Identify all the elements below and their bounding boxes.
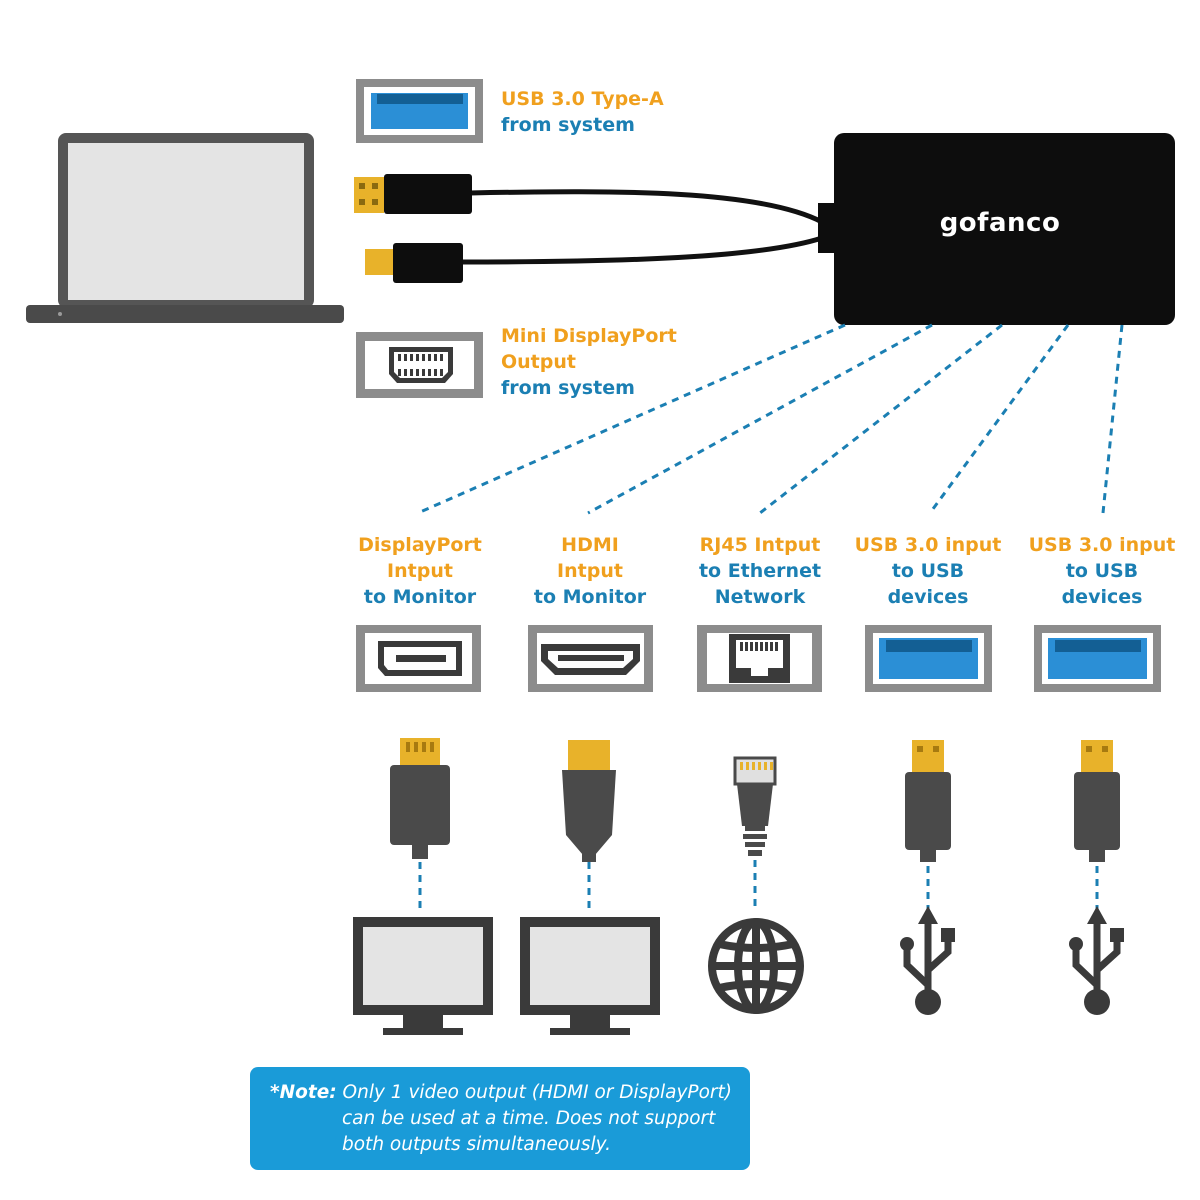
system-usb-label-line1: USB 3.0 Type-A xyxy=(501,88,664,110)
output-label-line2: Intput xyxy=(387,560,453,582)
output-label-line3: Network xyxy=(714,586,806,608)
output-label-line2: to USB xyxy=(1065,560,1139,582)
output-label-line2: to USB xyxy=(891,560,965,582)
output-label-usb-1: USB 3.0 input to USB devices xyxy=(838,532,1018,610)
device-dashed-lines xyxy=(418,860,1099,912)
output-label-line3: to Monitor xyxy=(363,586,477,608)
output-label-displayport: DisplayPort Intput to Monitor xyxy=(330,532,510,610)
system-minidp-label-line3: from system xyxy=(501,377,635,399)
usb-port-icon xyxy=(1034,625,1161,692)
usb-plug-icon xyxy=(1074,740,1120,862)
brand-logo: gofanco xyxy=(939,208,1061,238)
minidp-plug-icon xyxy=(365,243,463,283)
hdmi-plug-icon xyxy=(562,740,616,862)
hdmi-port-icon xyxy=(528,625,653,692)
rj45-plug-icon xyxy=(733,756,777,856)
usb-port-icon xyxy=(865,625,992,692)
note-text-3: both outputs simultaneously. xyxy=(342,1134,612,1155)
output-label-line3: to Monitor xyxy=(533,586,647,608)
usb-symbol-icon xyxy=(900,906,955,1015)
output-label-line3: devices xyxy=(1061,586,1143,608)
usb-plug-icon xyxy=(905,740,951,862)
globe-icon xyxy=(708,918,804,1014)
system-usb-label-line2: from system xyxy=(501,114,635,136)
system-usb-port-icon xyxy=(356,79,483,143)
output-label-line3: devices xyxy=(887,586,969,608)
note-prefix: *Note: xyxy=(270,1082,337,1103)
laptop-icon xyxy=(26,133,344,323)
note-box: *Note: Only 1 video output (HDMI or Disp… xyxy=(250,1067,750,1170)
hub-cables xyxy=(461,189,824,265)
output-label-line2: to Ethernet xyxy=(698,560,822,582)
gofanco-hub xyxy=(818,133,1175,325)
displayport-port-icon xyxy=(356,625,481,692)
output-label-line1: RJ45 Intput xyxy=(699,534,821,556)
output-label-line1: HDMI xyxy=(561,534,619,556)
system-minidp-label-line2: Output xyxy=(501,351,576,373)
note-text-1: Only 1 video output (HDMI or DisplayPort… xyxy=(342,1082,732,1103)
monitor-icon xyxy=(353,917,493,1035)
rj45-port-icon xyxy=(697,625,822,692)
dashed-connector-lines xyxy=(417,323,1124,515)
output-label-line2: Intput xyxy=(557,560,623,582)
output-label-rj45: RJ45 Intput to Ethernet Network xyxy=(670,532,850,610)
output-label-hdmi: HDMI Intput to Monitor xyxy=(500,532,680,610)
system-minidp-port-icon xyxy=(356,332,483,398)
displayport-plug-icon xyxy=(390,738,450,859)
note-line-1: *Note: Only 1 video output (HDMI or Disp… xyxy=(270,1080,734,1106)
system-minidp-label-line1: Mini DisplayPort xyxy=(501,325,677,347)
output-label-line1: DisplayPort xyxy=(358,534,482,556)
output-label-line1: USB 3.0 input xyxy=(1028,534,1176,556)
usb-symbol-icon xyxy=(1069,906,1124,1015)
usb-a-plug-icon xyxy=(354,174,472,214)
system-usb-label: USB 3.0 Type-A from system xyxy=(501,86,664,138)
note-text-2: can be used at a time. Does not support xyxy=(342,1108,716,1129)
system-minidp-label: Mini DisplayPort Output from system xyxy=(501,323,677,401)
output-label-usb-2: USB 3.0 input to USB devices xyxy=(1012,532,1192,610)
output-label-line1: USB 3.0 input xyxy=(854,534,1002,556)
monitor-icon xyxy=(520,917,660,1035)
